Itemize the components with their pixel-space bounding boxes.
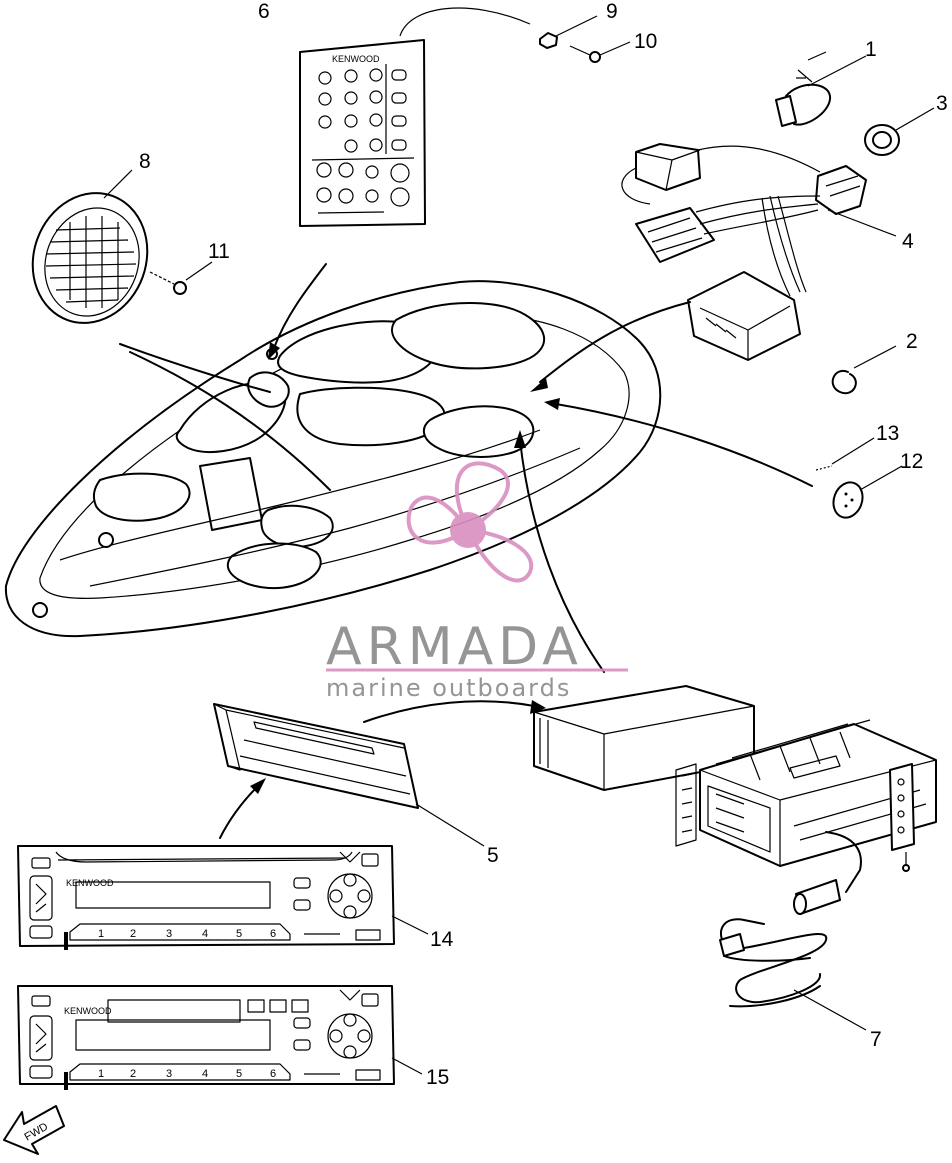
callout-labels: 1 2 3 4 5 6 7 8 9 10 11 12 13 14 15 — [139, 0, 948, 1089]
preset-button[interactable]: 1 — [98, 1068, 104, 1080]
preset-button[interactable]: 1 — [98, 928, 104, 940]
preset-button[interactable]: 5 — [236, 928, 242, 940]
watermark-name: ARMADA — [326, 617, 583, 677]
callout-12: 12 — [900, 450, 923, 473]
assembly-arrows — [119, 263, 813, 839]
preset-button[interactable]: 2 — [130, 1068, 136, 1080]
callout-8: 8 — [139, 150, 151, 173]
remote-keypad — [311, 64, 415, 214]
watermark: ARMADA marine outboards — [326, 461, 628, 702]
watercraft-hull — [4, 280, 662, 638]
preset-button[interactable]: 6 — [270, 1068, 276, 1080]
callout-5: 5 — [487, 844, 499, 867]
remote-brand: KENWOOD — [332, 54, 380, 64]
callout-11: 11 — [208, 240, 230, 263]
cap-part-12 — [832, 465, 903, 519]
preset-button[interactable]: 3 — [166, 928, 172, 940]
forward-direction-arrow: FWD — [3, 1105, 65, 1155]
screw-part-13 — [815, 437, 875, 471]
stereo-15-brand: KENWOOD — [64, 1006, 112, 1016]
preset-button[interactable]: 4 — [202, 1068, 208, 1080]
watermark-tagline: marine outboards — [326, 674, 571, 702]
preset-button[interactable]: 4 — [202, 928, 208, 940]
wire-harness-part-4 — [621, 143, 897, 361]
callout-2: 2 — [906, 330, 918, 353]
propeller-logo-icon — [406, 461, 534, 583]
remote-control: KENWOOD — [299, 7, 531, 227]
antenna-lead-part-7 — [719, 831, 867, 1031]
clamp-part-2 — [831, 345, 897, 395]
preset-button[interactable]: 5 — [236, 1068, 242, 1080]
callout-15: 15 — [426, 1066, 449, 1089]
speaker-grille-part-8 — [31, 169, 149, 324]
faceplate-trim-part-5 — [213, 703, 485, 847]
stereo-14-brand: KENWOOD — [66, 878, 114, 888]
preset-button[interactable]: 6 — [270, 928, 276, 940]
nut-part-9 — [539, 15, 598, 49]
remote-link-curve — [399, 7, 531, 37]
screw-part-10 — [569, 41, 631, 63]
grommet-part-3 — [864, 107, 935, 156]
head-unit-chassis — [675, 719, 937, 872]
callout-10: 10 — [634, 30, 657, 53]
callout-3: 3 — [936, 92, 948, 115]
callout-13: 13 — [876, 422, 899, 445]
callout-6: 6 — [258, 0, 270, 23]
stereo-face-part-14: KENWOOD 1 2 3 4 5 6 — [17, 845, 429, 950]
stereo-face-part-15: KENWOOD 1 2 3 4 5 6 — [17, 985, 423, 1090]
callout-4: 4 — [902, 230, 914, 253]
callout-1: 1 — [865, 38, 877, 61]
stereo-15-presets: 1 2 3 4 5 6 — [98, 1068, 276, 1080]
screw-part-11 — [149, 261, 213, 295]
callout-9: 9 — [606, 0, 618, 23]
speaker-cup-part-1 — [775, 51, 867, 127]
stereo-14-presets: 1 2 3 4 5 6 — [98, 928, 276, 940]
preset-button[interactable]: 3 — [166, 1068, 172, 1080]
callout-7: 7 — [870, 1028, 882, 1051]
preset-button[interactable]: 2 — [130, 928, 136, 940]
callout-14: 14 — [430, 928, 454, 951]
